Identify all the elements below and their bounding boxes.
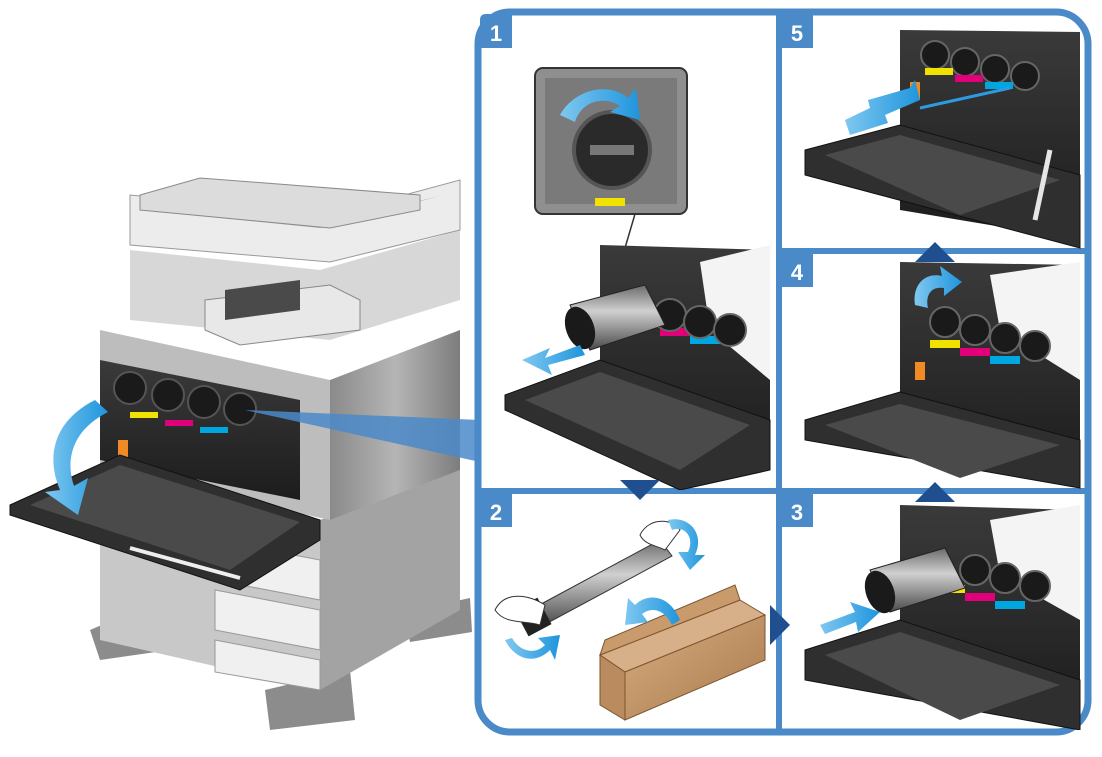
- step-badge-2: 2: [480, 493, 512, 527]
- toner-cartridge: [864, 547, 966, 614]
- pull-arrow-icon: [522, 345, 585, 375]
- shake-arrow-icon: [668, 519, 705, 570]
- step-badge-1: 1: [480, 14, 512, 48]
- step-badge-5: 5: [781, 14, 813, 48]
- svg-text:4: 4: [791, 260, 804, 285]
- svg-text:5: 5: [791, 21, 803, 46]
- shake-arrow-icon: [505, 635, 560, 660]
- svg-text:3: 3: [791, 500, 803, 525]
- rotate-arrow-icon: [914, 266, 962, 308]
- next-step-triangle-icon: [915, 482, 955, 502]
- rotate-arrow-icon: [560, 88, 640, 122]
- step-badge-3: 3: [781, 493, 813, 527]
- next-step-triangle-icon: [770, 605, 790, 645]
- step-badge-4: 4: [781, 253, 813, 287]
- step-1-panel: [504, 67, 771, 490]
- rotate-arrow-icon: [45, 400, 108, 515]
- step-5-panel: [804, 30, 1081, 249]
- step-3-panel: [804, 505, 1081, 730]
- step-2-panel: [494, 519, 767, 721]
- svg-text:2: 2: [490, 500, 502, 525]
- rotate-arrow-icon: [625, 597, 680, 625]
- toner-cartridge: [564, 284, 666, 351]
- multifunction-printer-illustration: [9, 177, 480, 730]
- push-arrow-icon: [820, 602, 880, 634]
- step-4-panel: [804, 262, 1081, 489]
- next-step-triangle-icon: [620, 480, 660, 500]
- slide-arrow-icon: [845, 80, 920, 135]
- svg-text:1: 1: [490, 21, 502, 46]
- next-step-triangle-icon: [915, 242, 955, 262]
